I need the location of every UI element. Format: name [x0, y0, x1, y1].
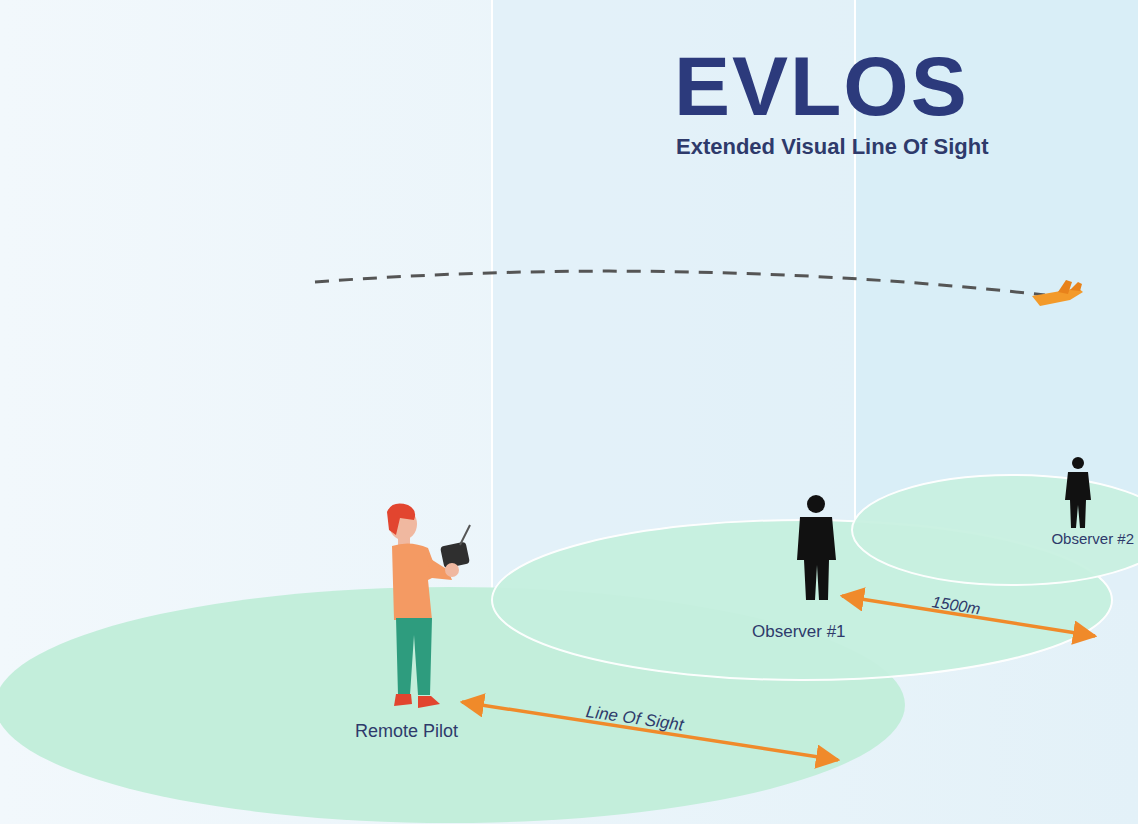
distance-arrow: [462, 702, 838, 760]
column-edge: [491, 0, 493, 600]
pilot-zone: [0, 587, 905, 823]
title: EVLOS: [674, 44, 969, 128]
subtitle: Extended Visual Line Of Sight: [676, 134, 989, 160]
observer-figure: [797, 495, 836, 600]
drone: [1032, 280, 1083, 306]
observer-label: Observer #1: [752, 622, 846, 642]
observer-label: Observer #2: [1051, 530, 1134, 548]
remote-pilot: [387, 504, 470, 708]
flight-path: [315, 271, 1045, 295]
observer-figure: [1065, 457, 1091, 528]
observer-zone: [852, 475, 1138, 585]
pilot-label: Remote Pilot: [355, 721, 458, 743]
